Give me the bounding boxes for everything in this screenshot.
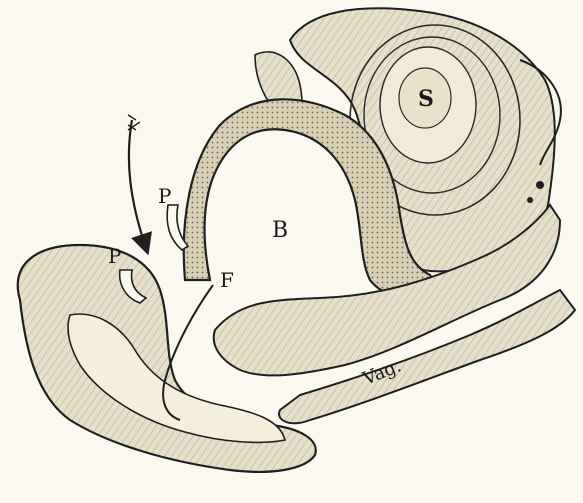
label-b: B — [272, 218, 288, 243]
label-s: S — [418, 86, 434, 112]
label-p-upper: P — [158, 184, 171, 208]
label-f: F — [220, 268, 234, 292]
label-p-lower: P — [108, 244, 121, 268]
